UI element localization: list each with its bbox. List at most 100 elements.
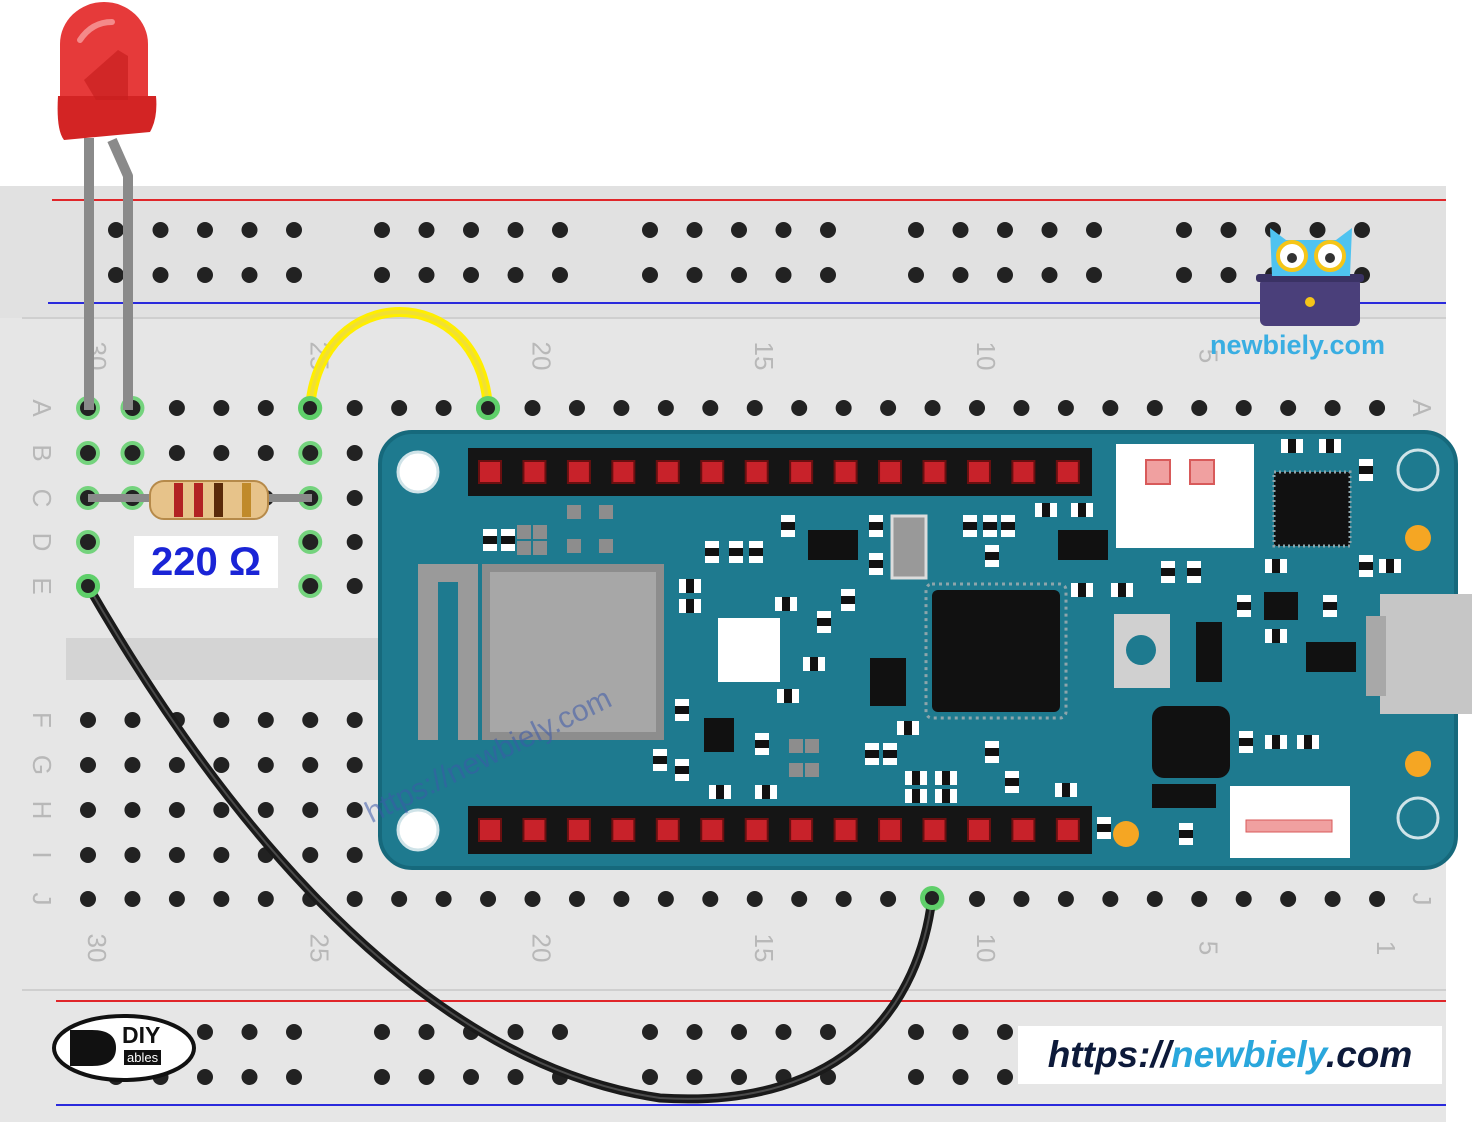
rail-hole (1086, 222, 1102, 238)
column-number-top: 15 (749, 342, 779, 371)
breadboard-top-rail (0, 186, 1446, 318)
row-letter: G (27, 755, 57, 775)
smd-component-body (781, 522, 795, 530)
rail-hole (152, 267, 169, 283)
terminal-hole (1102, 891, 1119, 907)
terminal-hole (1102, 400, 1119, 416)
rail-hole (197, 1024, 213, 1040)
header-pin (478, 460, 502, 484)
terminal-hole (257, 400, 274, 416)
rail-hole (418, 1069, 435, 1085)
smd-component-body (749, 548, 763, 556)
smd-component-body (782, 597, 790, 611)
rail-hole (686, 222, 703, 238)
bottom-connector-pins (1245, 819, 1333, 833)
rail-hole (152, 222, 169, 238)
url-tld: .com (1325, 1034, 1413, 1075)
rail-hole (1220, 222, 1237, 238)
terminal-hole (168, 757, 185, 773)
rail-hole (552, 267, 568, 283)
smd-component-body (1161, 568, 1175, 576)
terminal-hole (302, 445, 319, 461)
smd-component-body (501, 536, 515, 544)
white-chip (718, 618, 780, 682)
rail-hole (820, 222, 836, 238)
header-pin (1011, 818, 1036, 842)
mount-hole-top-left (396, 450, 440, 494)
terminal-hole (168, 891, 185, 907)
terminal-hole (1324, 891, 1341, 907)
rail-hole (463, 222, 479, 238)
rail-hole (418, 1024, 435, 1040)
terminal-hole (880, 400, 897, 416)
smd-component-body (1001, 522, 1015, 530)
terminal-hole (346, 802, 363, 818)
smd-component-body (1304, 735, 1312, 749)
chip-small-2 (704, 718, 734, 752)
rail-hole (1220, 267, 1237, 283)
row-letter: B (27, 444, 57, 461)
smd-pad (567, 539, 581, 553)
arduino-board (378, 430, 1472, 870)
transistor-3 (1306, 642, 1356, 672)
rail-hole (952, 267, 969, 283)
smd-component-body (705, 548, 719, 556)
rail-hole (1309, 222, 1326, 238)
rail-hole (241, 1069, 258, 1085)
rail-hole (908, 222, 924, 238)
rail-hole (686, 267, 703, 283)
rail-hole (731, 267, 747, 283)
smd-component-body (942, 789, 950, 803)
smd-component-body (810, 657, 818, 671)
terminal-hole (213, 847, 230, 863)
terminal-hole (524, 891, 541, 907)
smd-component-body (784, 689, 792, 703)
column-number-bottom: 15 (749, 934, 779, 963)
rail-hole (1041, 222, 1058, 238)
url-domain: newbiely (1171, 1034, 1326, 1075)
row-letter: D (27, 533, 57, 552)
row-letter: J (27, 893, 57, 906)
smd-component-body (963, 522, 977, 530)
terminal-hole (302, 847, 319, 863)
smd-component-body (1359, 466, 1373, 474)
terminal-hole (791, 400, 808, 416)
resistor-band-4 (242, 483, 251, 517)
smd-pad (805, 763, 819, 777)
smd-component-body (865, 750, 879, 758)
header-pin (611, 460, 636, 484)
header-pin (522, 818, 547, 842)
column-number-bottom: 20 (527, 934, 557, 963)
smd-component-body (912, 789, 920, 803)
terminal-hole (302, 757, 319, 773)
column-number-bottom: 30 (82, 934, 112, 963)
terminal-hole (1013, 400, 1030, 416)
url-protocol: https:// (1047, 1034, 1172, 1075)
terminal-hole (168, 847, 185, 863)
smd-component-body (1187, 568, 1201, 576)
smd-component-body (716, 785, 724, 799)
owl-pupil-left (1287, 253, 1297, 263)
terminal-hole (346, 891, 363, 907)
smd-component-body (942, 771, 950, 785)
header-pin (966, 818, 991, 842)
resistor-band-1 (174, 483, 183, 517)
terminal-hole (124, 712, 141, 728)
row-letter: I (27, 851, 57, 858)
terminal-hole (1280, 400, 1297, 416)
rail-hole (197, 267, 213, 283)
rail-hole (241, 267, 258, 283)
rail-hole (1086, 267, 1102, 283)
terminal-hole (168, 400, 185, 416)
top-right-chip (1272, 470, 1352, 548)
smd-component-body (1078, 583, 1086, 597)
terminal-hole (257, 757, 274, 773)
header-pin (922, 818, 947, 842)
rail-hole (108, 267, 124, 283)
smd-component-body (883, 750, 897, 758)
terminal-hole (391, 400, 408, 416)
rail-hole (731, 222, 747, 238)
terminal-hole (702, 400, 719, 416)
smd-component-body (869, 560, 883, 568)
